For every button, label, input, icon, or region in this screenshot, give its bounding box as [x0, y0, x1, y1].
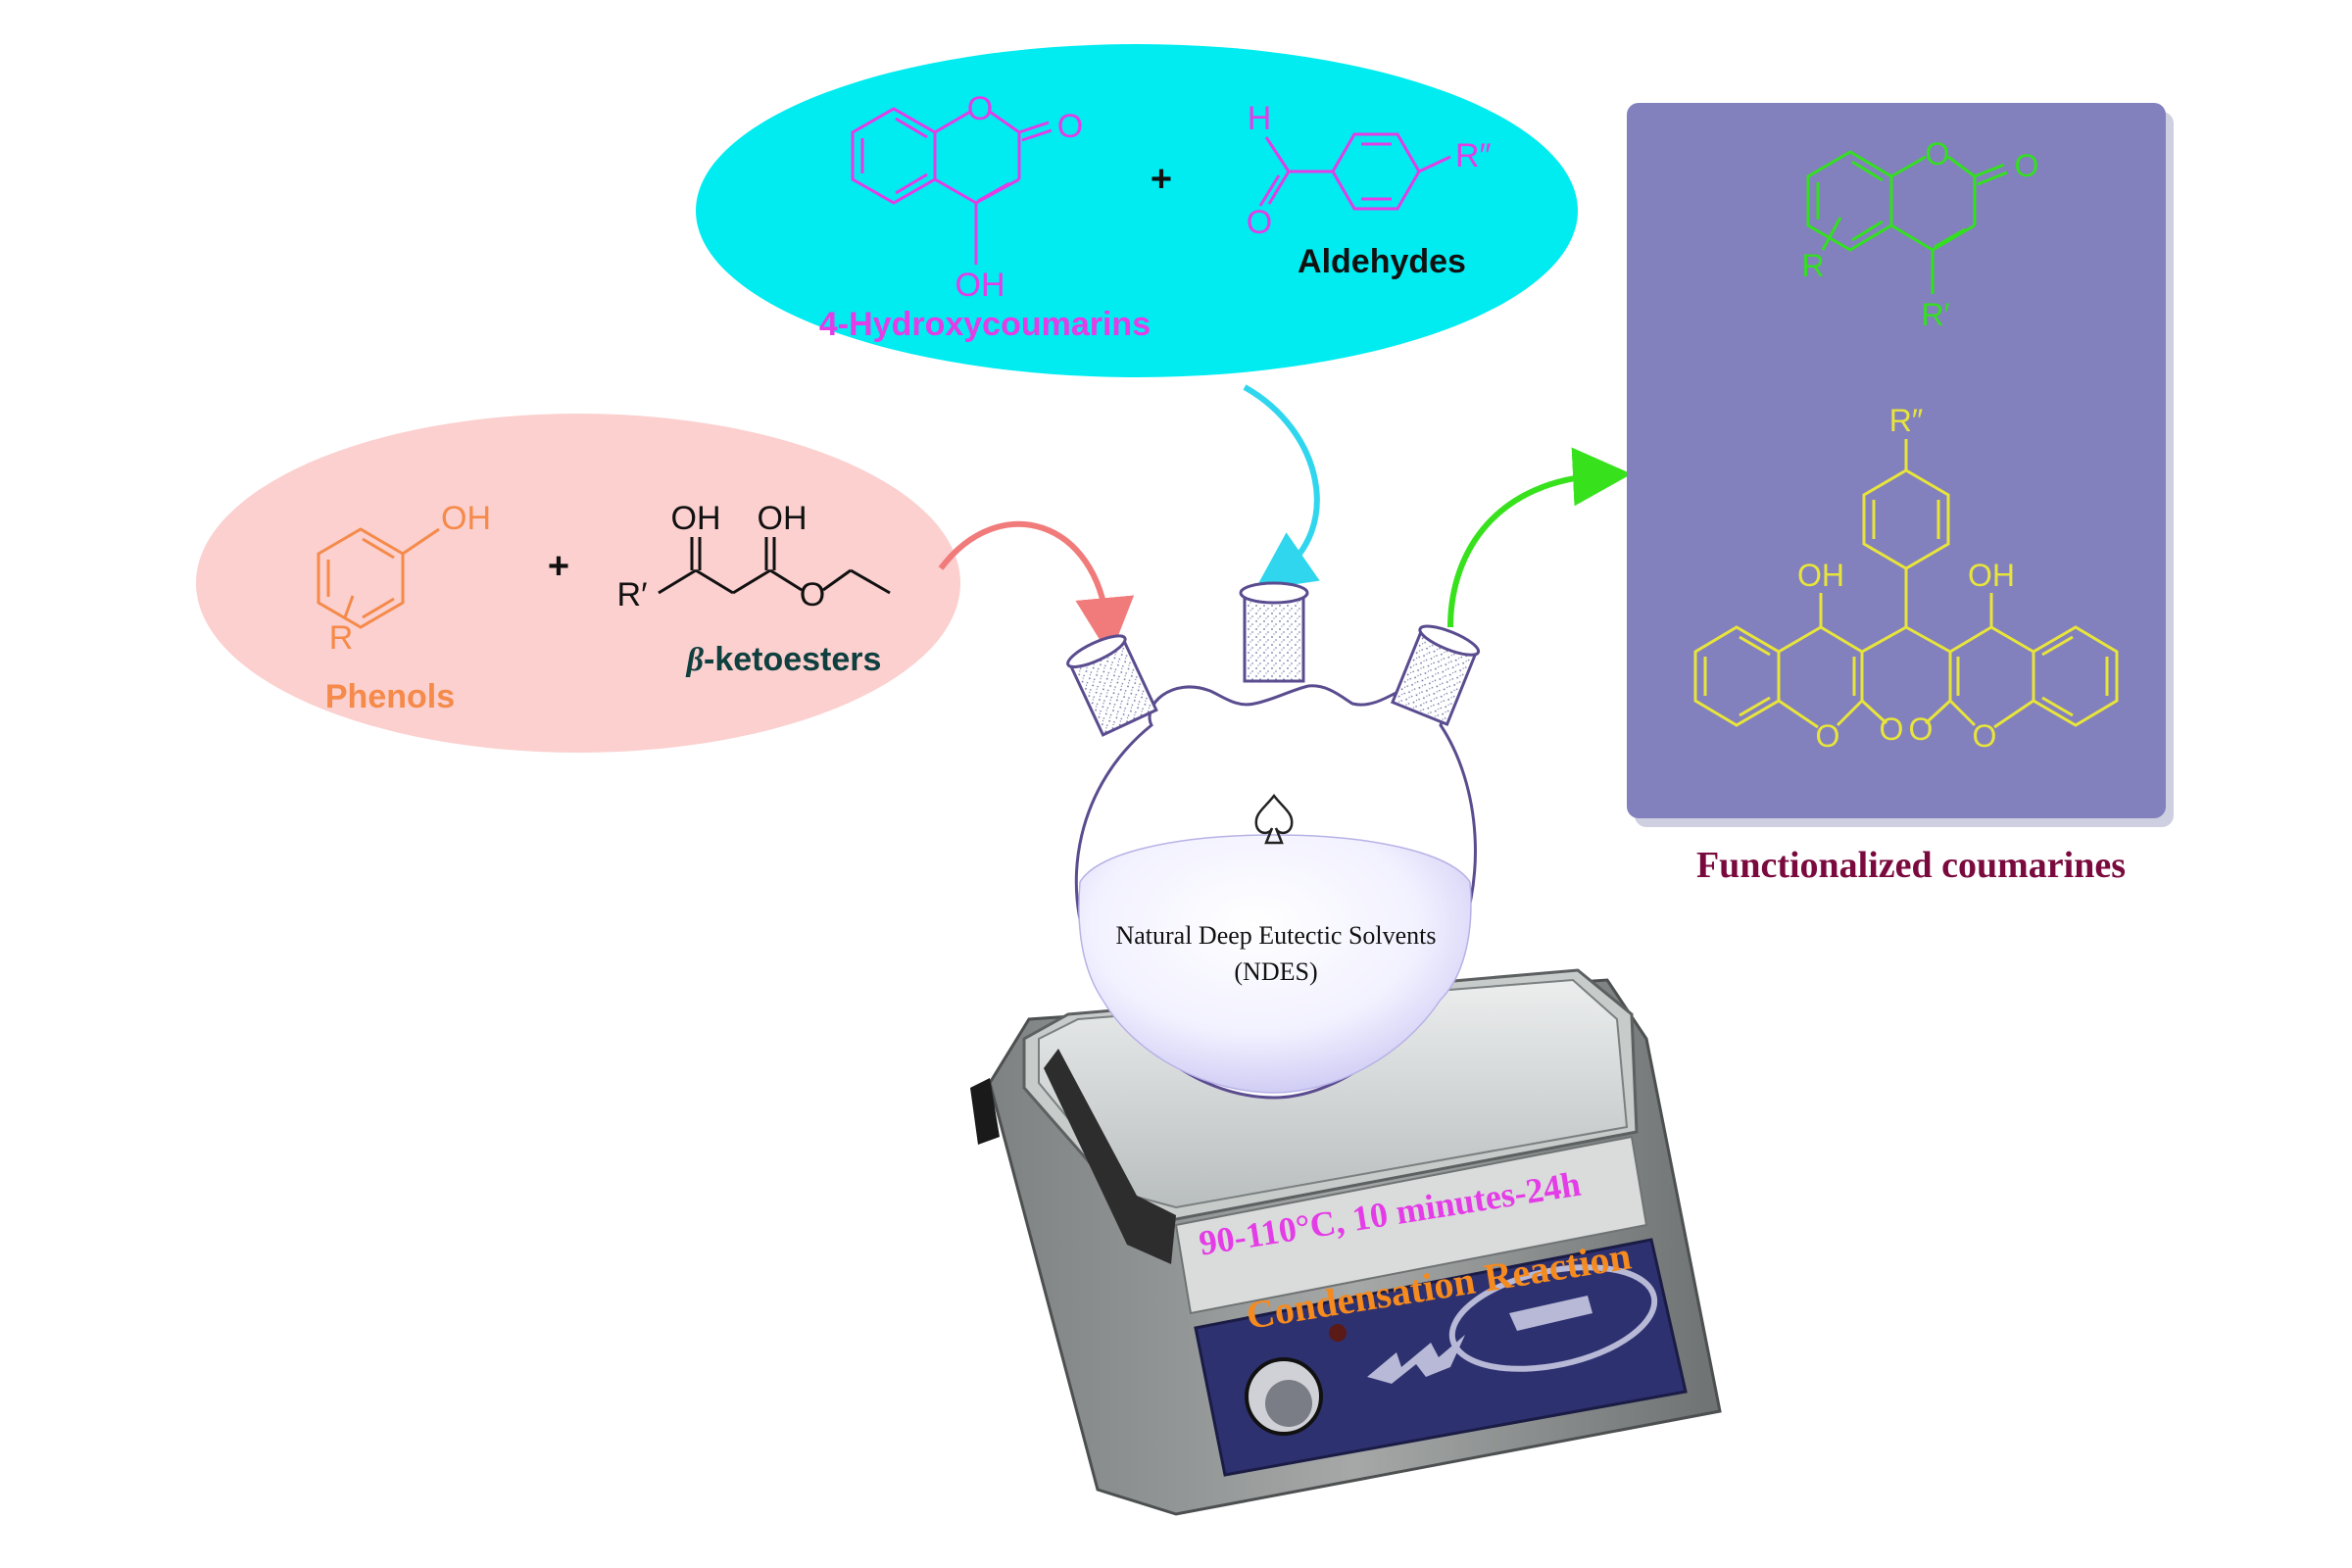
spade-symbol-icon: [1254, 793, 1294, 845]
dicoumarol-o-carbonyl-right: O: [1909, 711, 1934, 747]
dicoumarol-r2: R″: [1889, 403, 1923, 438]
phenol-structure: [317, 527, 440, 629]
hotplate-front-strip: [1174, 1135, 1648, 1315]
aldehyde-label: Aldehydes: [1298, 243, 1466, 280]
product-panel-background: [1627, 103, 2166, 818]
plus-sign-top: +: [1151, 159, 1172, 200]
coumarin-ring-o: O: [1926, 136, 1950, 172]
coumarin-r1: R′: [1921, 297, 1949, 332]
dicoumarol-oh-right: OH: [1968, 558, 2015, 593]
hydroxycoumarin-oh: OH: [956, 267, 1005, 304]
flask-center-neck: [1239, 581, 1309, 683]
aldehyde-structure: [1258, 132, 1451, 211]
cyan-reagent-ellipse: [696, 44, 1578, 377]
phenol-label: Phenols: [325, 678, 455, 715]
aldehyde-to-flask-arrow: [1243, 384, 1320, 591]
dicoumarol-o-ring-right: O: [1973, 718, 1997, 754]
aldehyde-o-atom: O: [1247, 204, 1272, 241]
flask-left-neck: [1066, 634, 1158, 737]
dicoumarol-oh-left: OH: [1797, 558, 1844, 593]
hotplate-panel-oval: [1448, 1264, 1658, 1372]
salmon-reagent-ellipse: [196, 414, 960, 753]
hotplate-panel-wave: [1367, 1335, 1465, 1384]
hydroxycoumarin-label: 4-Hydroxycoumarins: [819, 306, 1151, 343]
hotplate-stirrer: [970, 968, 1722, 1516]
hotplate-dark-band: [1044, 1049, 1176, 1264]
phenol-to-flask-arrow: [938, 520, 1135, 657]
power-indicator-icon: [1329, 1324, 1347, 1342]
ketoester-oh-1: OH: [671, 500, 721, 537]
ketoester-o: O: [800, 576, 825, 613]
dicoumarol-product-structure: [1693, 439, 2119, 729]
three-neck-flask: Natural Deep Eutectic Solvents (NDES): [1066, 581, 1481, 1100]
coumarin-carbonyl-o: O: [2015, 148, 2039, 183]
phenol-r: R: [329, 619, 354, 657]
flask-to-product-arrow: [1447, 447, 1632, 628]
hydroxycoumarin-ring-o: O: [967, 90, 993, 127]
flask-right-neck: [1390, 624, 1481, 727]
hydroxycoumarin-carbonyl-o: O: [1057, 108, 1083, 145]
phenol-oh: OH: [441, 500, 491, 537]
dicoumarol-o-ring-left: O: [1816, 718, 1840, 754]
ketoester-label: β-ketoesters: [685, 641, 882, 678]
plus-sign-left: +: [548, 546, 569, 587]
aldehyde-h-atom: H: [1248, 100, 1272, 137]
dicoumarol-o-carbonyl-left: O: [1880, 711, 1904, 747]
flask-liquid: [1078, 834, 1472, 1094]
aldehyde-coumarin-reagent-group: O O OH 4-Hydroxycoumarins + H O R″ Aldeh…: [696, 44, 1578, 377]
phenol-ketoester-reagent-group: OH R Phenols + OH OH O R′ β-ketoesters: [196, 414, 960, 753]
hotplate-left-knob: [970, 1078, 1000, 1145]
solvent-label-line1: Natural Deep Eutectic Solvents: [1115, 921, 1436, 950]
aldehyde-substituent: R″: [1455, 137, 1492, 174]
ketoester-structure: [658, 537, 891, 595]
solvent-label-line2: (NDES): [1234, 957, 1317, 986]
product-panel: O O R R′: [1627, 103, 2174, 827]
product-title: Functionalized coumarines: [1696, 845, 2126, 886]
coumarin-product-structure: [1806, 150, 2008, 294]
hydroxycoumarin-structure: [851, 107, 1053, 265]
ketoester-oh-2: OH: [758, 500, 808, 537]
hotplate-panel-mark: [1509, 1296, 1592, 1331]
coumarin-r: R: [1801, 248, 1824, 283]
ketoester-r1: R′: [617, 576, 648, 613]
dial-knob-inner: [1265, 1380, 1312, 1427]
